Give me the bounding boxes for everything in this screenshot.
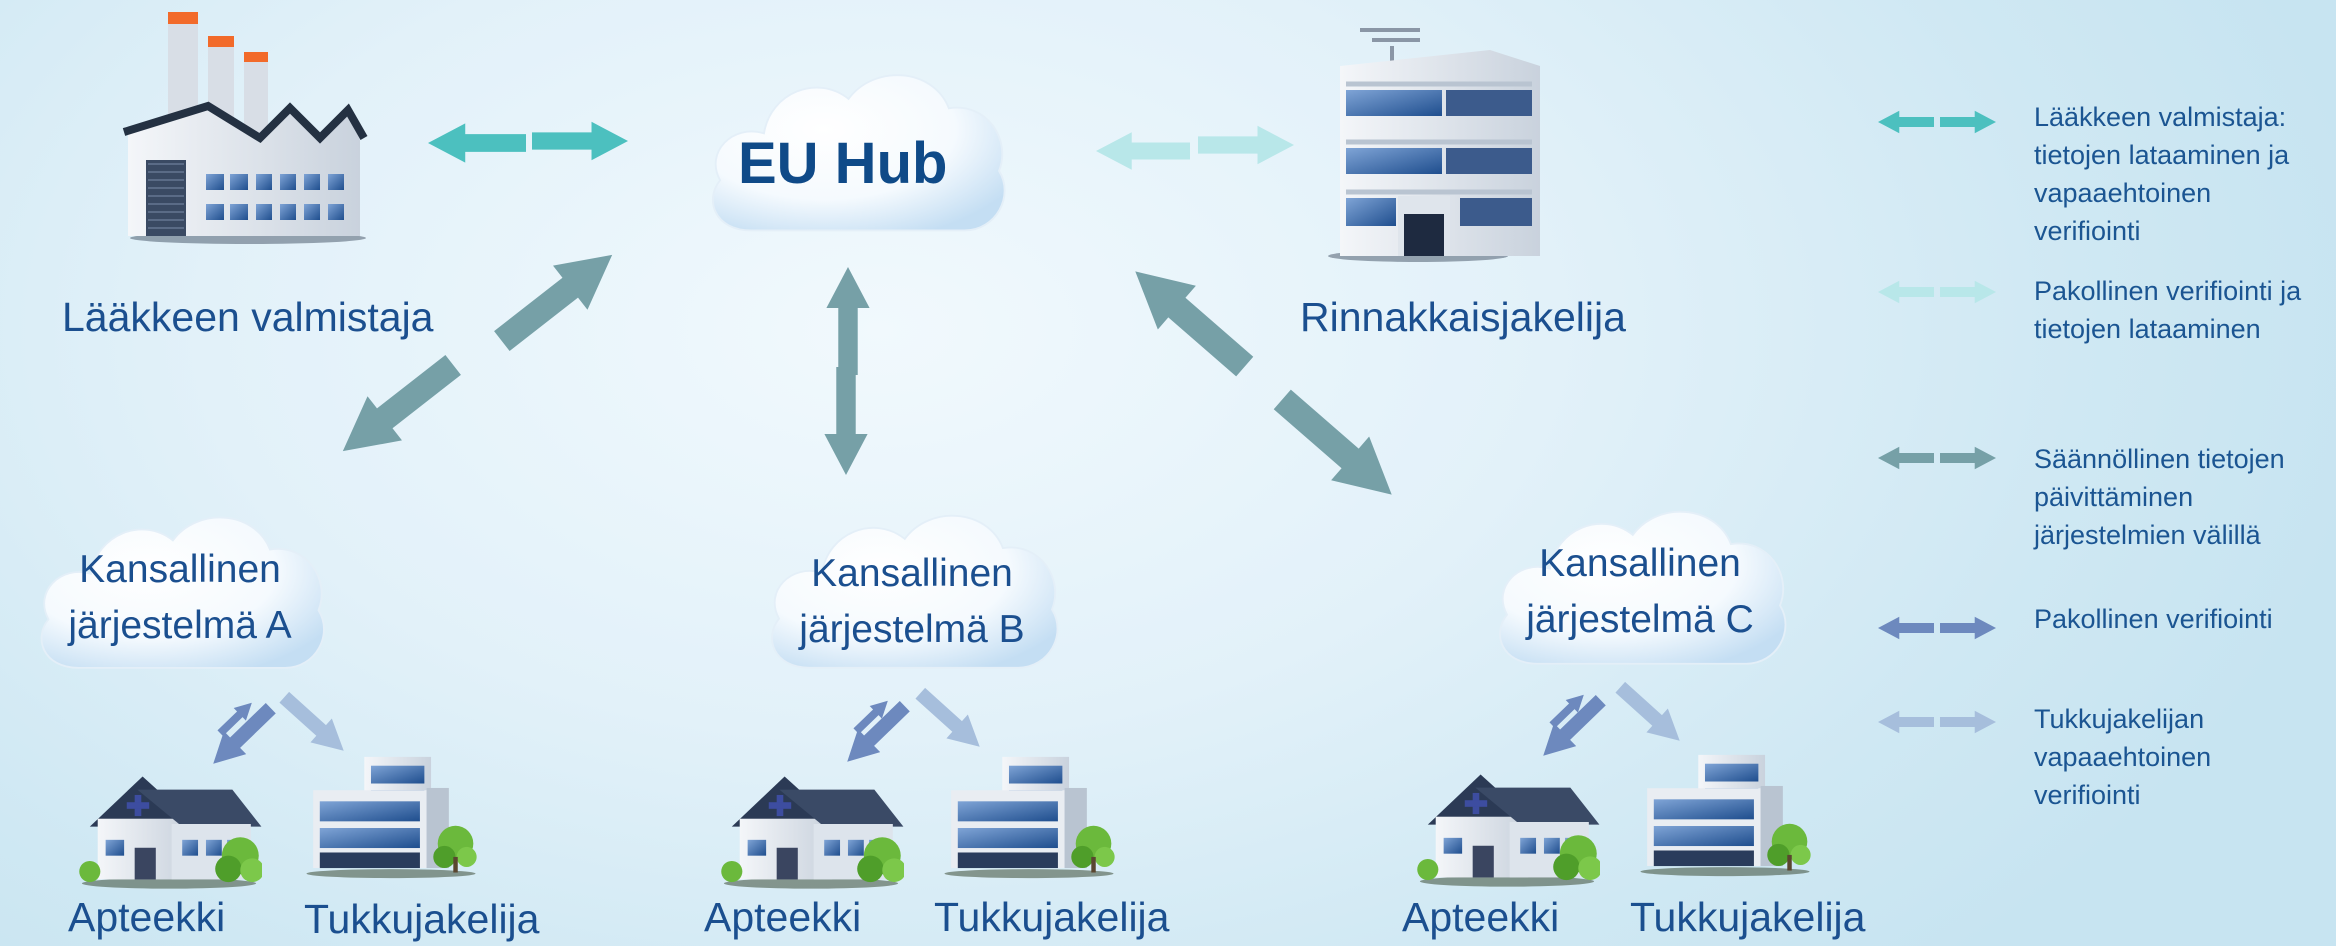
- wholesaler-a-icon: [306, 756, 477, 879]
- pharmacy-a-icon: [79, 776, 262, 889]
- legend-item-wholesaler-voluntary-verification: Tukkujakelijan vapaaehtoinen verifiointi: [2034, 704, 2212, 810]
- pharmacy-b-label: Apteekki: [704, 894, 862, 940]
- legend-item-mandatory-verification: Pakollinen verifiointi: [2034, 604, 2273, 634]
- arrow-hub-national-b: [824, 267, 870, 475]
- arrow-system-a-pharmacy: [202, 696, 282, 776]
- national-system-b-line1: Kansallinen: [811, 552, 1013, 595]
- arrow-system-c-wholesaler: [1609, 675, 1691, 753]
- legend-arrow-blue-icon: [1878, 616, 1996, 640]
- national-system-c-line1: Kansallinen: [1539, 542, 1741, 585]
- pharmacy-b-icon: [721, 776, 904, 889]
- wholesaler-b-icon: [944, 756, 1115, 879]
- parallel-distributor-label: Rinnakkaisjakelija: [1300, 294, 1626, 340]
- national-system-b-label: Kansallinen järjestelmä B: [752, 546, 1072, 658]
- wholesaler-a-label: Tukkujakelija: [304, 896, 540, 942]
- legend-item-manufacturer: Lääkkeen valmistaja: tietojen lataaminen…: [2034, 102, 2290, 246]
- legend-arrow-light-teal-icon: [1878, 280, 1996, 304]
- national-system-a-line2: järjestelmä A: [68, 604, 292, 647]
- arrow-system-b-wholesaler: [909, 681, 991, 759]
- hub-label: EU Hub: [738, 131, 948, 196]
- legend-arrow-light-blue-icon: [1878, 710, 1996, 734]
- legend-arrow-teal-icon: [1878, 110, 1996, 134]
- pharmacy-c-label: Apteekki: [1402, 894, 1560, 940]
- national-system-a-label: Kansallinen järjestelmä A: [20, 542, 340, 654]
- arrow-hub-manufacturer: [428, 121, 628, 163]
- pharmacy-c-icon: [1417, 774, 1600, 887]
- wholesaler-b-label: Tukkujakelija: [934, 894, 1170, 940]
- national-system-a-line1: Kansallinen: [79, 548, 281, 591]
- arrow-system-b-pharmacy: [836, 694, 916, 774]
- manufacturer-label: Lääkkeen valmistaja: [62, 294, 434, 340]
- national-system-c-line2: järjestelmä C: [1526, 598, 1754, 641]
- arrow-hub-parallel-distributor: [1096, 125, 1294, 170]
- arrow-hub-national-c: [1116, 249, 1411, 517]
- arrow-system-c-pharmacy: [1532, 688, 1612, 768]
- legend-arrow-gray-teal-icon: [1878, 446, 1996, 470]
- pharmacy-a-label: Apteekki: [68, 894, 226, 940]
- legend-item-mandatory-verification-upload: Pakollinen verifiointi ja tietojen lataa…: [2034, 276, 2302, 344]
- legend-item-regular-update: Säännöllinen tietojen päivittäminen järj…: [2034, 444, 2285, 550]
- national-system-b-line2: järjestelmä B: [799, 608, 1025, 651]
- national-system-c-label: Kansallinen järjestelmä C: [1480, 536, 1800, 648]
- office-tower-icon: [1328, 28, 1540, 262]
- factory-icon: [122, 12, 368, 244]
- arrow-system-a-wholesaler: [273, 685, 355, 763]
- wholesaler-c-icon: [1640, 754, 1811, 877]
- arrow-hub-national-a: [325, 232, 630, 474]
- wholesaler-c-label: Tukkujakelija: [1630, 894, 1866, 940]
